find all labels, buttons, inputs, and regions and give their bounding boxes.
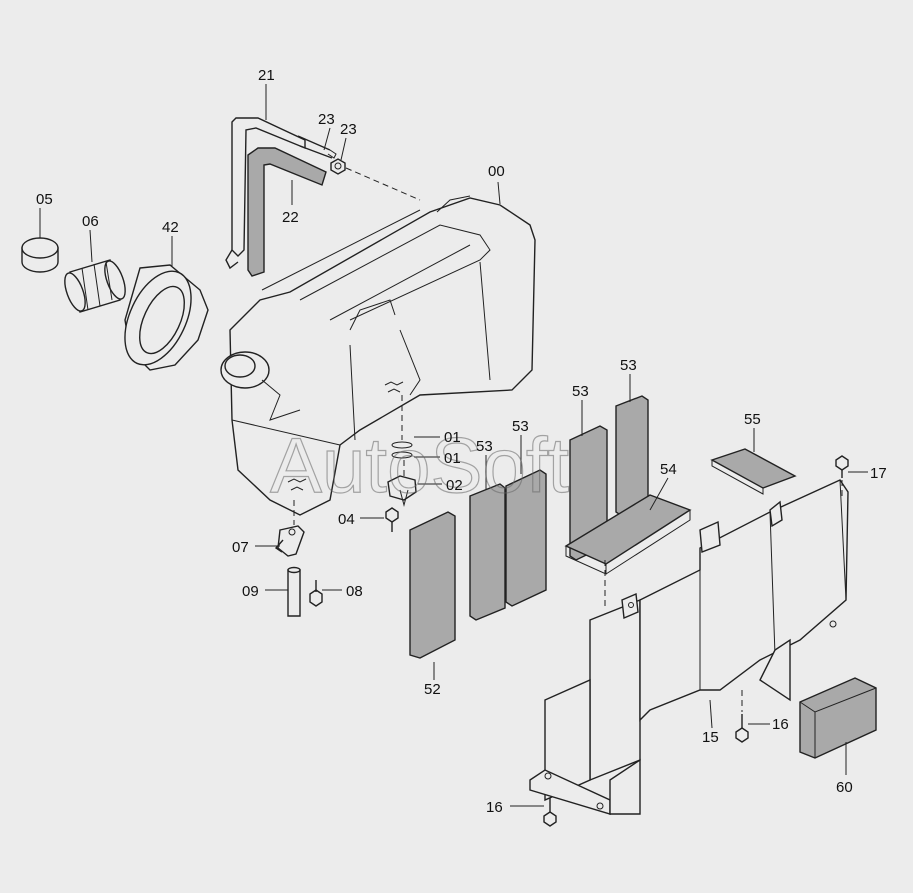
tank-bracket: [529, 479, 849, 815]
mat-53-left: [469, 483, 506, 621]
nut: [330, 158, 346, 175]
label-05: 05: [36, 191, 53, 208]
label-53-right: 53: [620, 357, 637, 374]
filler-ring: [124, 264, 209, 371]
label-01-upper: 01: [444, 429, 461, 446]
bolt-17: [835, 455, 849, 478]
mat-53-right: [615, 395, 649, 517]
mat-52: [409, 511, 456, 659]
label-53-center: 53: [512, 418, 529, 435]
label-53-left: 53: [476, 438, 493, 455]
mat-60: [799, 677, 877, 759]
label-17: 17: [870, 465, 887, 482]
label-42: 42: [162, 219, 179, 236]
o-ring: [391, 441, 413, 459]
bolt-04: [385, 507, 399, 532]
leader-lines: [39, 84, 868, 807]
label-55: 55: [744, 411, 761, 428]
label-23-right: 23: [340, 121, 357, 138]
mat-53-center: [505, 469, 547, 607]
label-04: 04: [338, 511, 355, 528]
label-07: 07: [232, 539, 249, 556]
label-21: 21: [258, 67, 275, 84]
part-labels: 00 01 01 02 04 05 06 07 08 09 15 16 16 1…: [36, 67, 887, 816]
label-16-bottom: 16: [486, 799, 503, 816]
bolt-16-bottom: [543, 798, 557, 827]
label-02: 02: [446, 477, 463, 494]
label-22: 22: [282, 209, 299, 226]
label-60: 60: [836, 779, 853, 796]
label-54: 54: [660, 461, 677, 478]
mat-55: [710, 448, 797, 495]
bolt-16-right: [735, 714, 749, 743]
drain-valve: [387, 475, 417, 507]
tank-strap: [225, 117, 337, 270]
strainer: [64, 259, 126, 313]
drain-cock: [274, 525, 305, 557]
label-53-back: 53: [572, 383, 589, 400]
strap-pad: [247, 147, 327, 277]
label-23-left: 23: [318, 111, 335, 128]
fuel-cap: [21, 237, 59, 273]
label-01-lower: 01: [444, 450, 461, 467]
label-00: 00: [488, 163, 505, 180]
label-08: 08: [346, 583, 363, 600]
label-06: 06: [82, 213, 99, 230]
watermark: AutoSoft: [270, 421, 570, 509]
fuel-tank: [220, 195, 536, 516]
drain-hose: [287, 566, 301, 617]
mat-54: [564, 494, 692, 575]
label-52: 52: [424, 681, 441, 698]
assembly-lines: [293, 167, 843, 712]
label-16-right: 16: [772, 716, 789, 733]
label-09: 09: [242, 583, 259, 600]
bolt-08: [309, 580, 323, 607]
label-15: 15: [702, 729, 719, 746]
